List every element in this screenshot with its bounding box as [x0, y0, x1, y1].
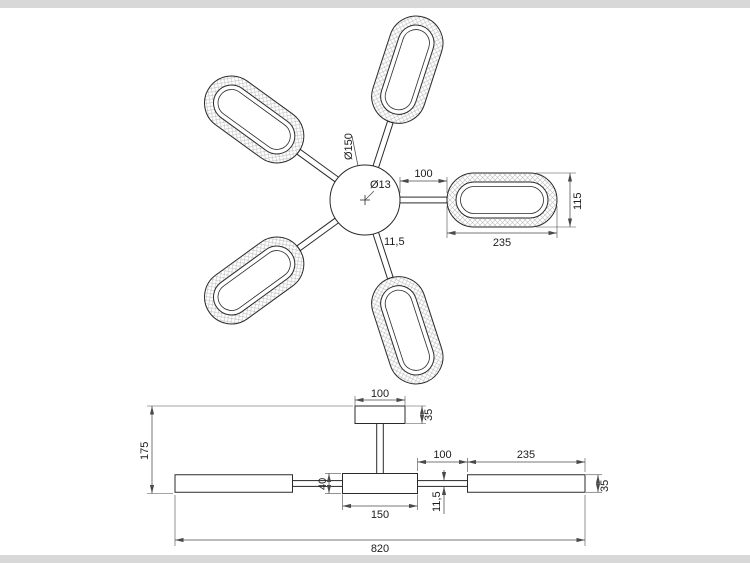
plan-paddle-width-dim: 115: [536, 172, 584, 228]
side-arm-length-label: 100: [433, 449, 451, 461]
plan-paddle-width-label: 115: [572, 192, 584, 210]
side-canopy-width-dim: 100: [354, 388, 406, 406]
top-border-band: [0, 0, 750, 8]
plan-paddle-length-dim: 235: [446, 206, 558, 249]
side-hub-height-dim: 40: [317, 473, 341, 494]
side-canopy-height-label: 35: [423, 409, 435, 421]
hub-body-profile: [342, 473, 418, 494]
side-hub-height-label: 40: [317, 478, 329, 490]
plan-arm-length-dim: 100: [399, 168, 448, 193]
right-paddle-profile: [467, 474, 586, 493]
side-paddle-length-label: 235: [517, 449, 535, 461]
side-paddle-height-label: 35: [599, 480, 611, 492]
side-overall-width-dim: 820: [174, 495, 586, 555]
rod-diameter-leader: [364, 190, 375, 201]
side-hub-width-dim: 150: [342, 494, 418, 521]
paddle-arm-lower-left: [193, 195, 357, 336]
canopy-profile: [354, 405, 406, 424]
side-canopy-height-dim: 35: [406, 405, 435, 424]
hub-diameter-label: Ø150: [343, 133, 355, 160]
stem-profile: [376, 423, 384, 474]
side-overall-height-label: 175: [139, 442, 151, 460]
plan-arm-length-label: 100: [414, 168, 432, 180]
side-hub-width-label: 150: [371, 509, 389, 521]
side-paddle-height-dim: 35: [586, 474, 611, 493]
right-arm-profile: [417, 480, 468, 487]
side-arm-length-dim: 100 235: [417, 449, 586, 472]
bottom-border-band: [0, 555, 750, 563]
side-canopy-width-label: 100: [371, 388, 389, 400]
hub-diameter-leader: [351, 135, 359, 167]
side-view: 100 35 175 40 150: [139, 388, 611, 555]
paddle-arm-upper-left: [193, 64, 357, 205]
paddle-arm-top: [348, 8, 451, 180]
rod-diameter-label: Ø13: [370, 179, 391, 191]
plan-paddle-length-label: 235: [493, 237, 511, 249]
left-paddle-profile: [174, 474, 293, 493]
plan-view: Ø150 Ø13 100 235 115 11,5: [193, 8, 584, 392]
side-arm-thickness-label: 11,5: [431, 491, 443, 512]
side-overall-width-label: 820: [371, 543, 389, 555]
plan-arm-width-label: 11,5: [384, 236, 405, 248]
side-arm-thickness-dim: 11,5: [431, 470, 447, 514]
side-overall-height-dim: 175: [139, 405, 353, 494]
